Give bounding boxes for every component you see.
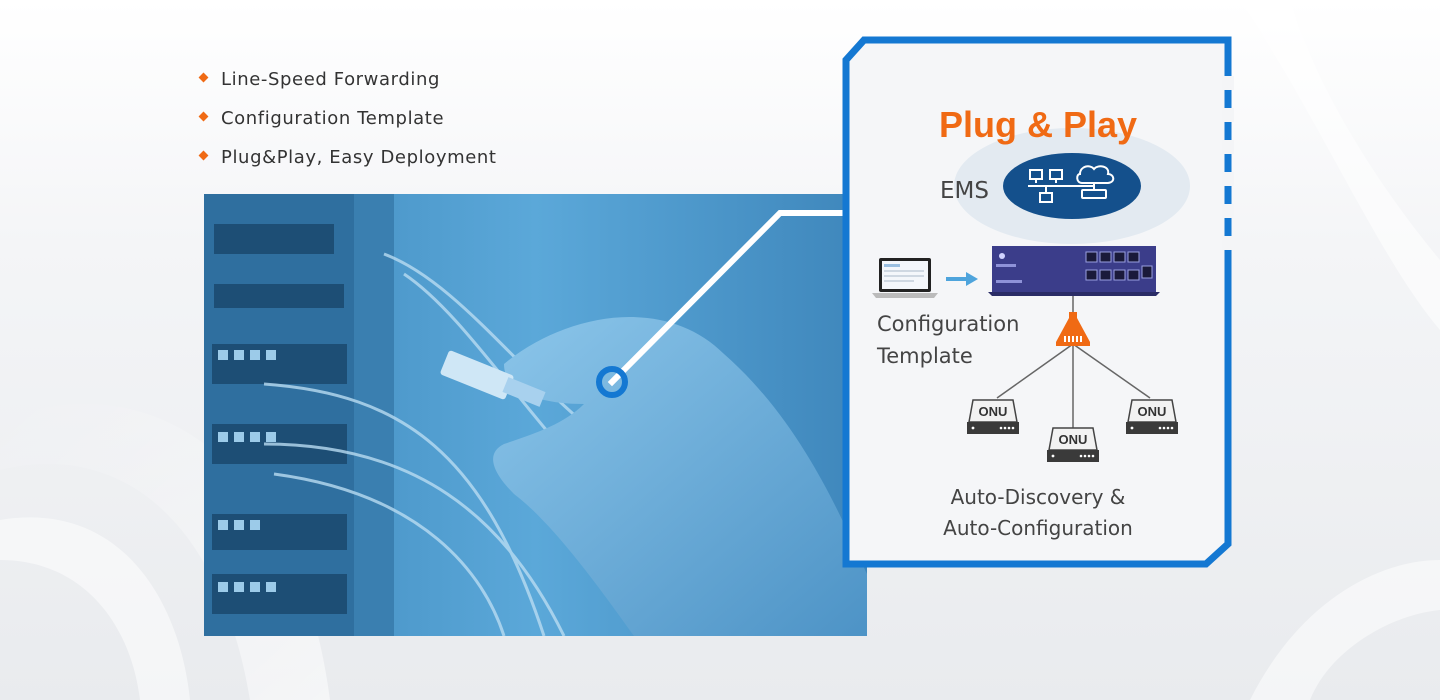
- diamond-bullet-icon: [198, 150, 209, 161]
- auto-label-line1: Auto-Discovery &: [950, 485, 1126, 509]
- feature-item: Configuration Template: [198, 99, 497, 138]
- onu-device-icon: [1126, 399, 1178, 434]
- onu-device: ONU: [1126, 398, 1178, 436]
- laptop-icon: [872, 258, 938, 298]
- panel-title: Plug & Play: [938, 104, 1138, 145]
- onu-device-icon: [967, 399, 1019, 434]
- onu-device: ONU: [967, 398, 1019, 436]
- onu-label: ONU: [978, 404, 1008, 419]
- plug-and-play-panel: Plug & Play EMS: [842, 36, 1234, 569]
- onu-label: ONU: [1058, 432, 1088, 447]
- arrow-right-icon: [946, 272, 978, 286]
- feature-label: Line-Speed Forwarding: [221, 69, 440, 90]
- auto-label-line2: Auto-Configuration: [943, 516, 1133, 540]
- feature-list: Line-Speed Forwarding Configuration Temp…: [198, 60, 497, 177]
- diamond-bullet-icon: [198, 111, 209, 122]
- onu-device-icon: [1047, 427, 1099, 462]
- feature-label: Plug&Play, Easy Deployment: [221, 147, 497, 168]
- cable-photo: [204, 194, 867, 636]
- olt-device-icon: [988, 246, 1160, 296]
- onu-device: ONU: [1047, 426, 1099, 464]
- configuration-template-label: Configuration Template: [877, 308, 1019, 372]
- feature-item: Plug&Play, Easy Deployment: [198, 138, 497, 177]
- diamond-bullet-icon: [198, 72, 209, 83]
- splitter-icon: [1056, 312, 1090, 346]
- feature-label: Configuration Template: [221, 108, 445, 129]
- onu-label: ONU: [1137, 404, 1167, 419]
- config-label-line2: Template: [877, 344, 973, 368]
- feature-item: Line-Speed Forwarding: [198, 60, 497, 99]
- network-cloud-icon: [1003, 153, 1141, 219]
- ems-label: EMS: [940, 178, 989, 204]
- auto-discovery-label: Auto-Discovery & Auto-Configuration: [842, 482, 1234, 544]
- config-label-line1: Configuration: [877, 312, 1020, 336]
